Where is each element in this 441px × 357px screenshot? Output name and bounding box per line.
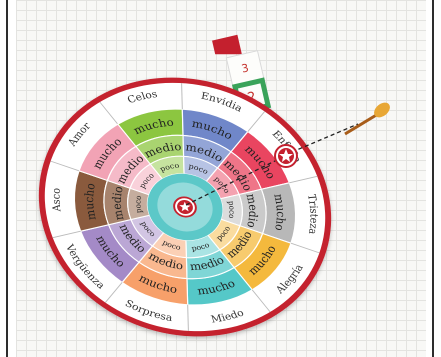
pointer-dashed-line-2 <box>291 123 359 153</box>
level-medio: medio <box>109 184 127 221</box>
emotion-label: Asco <box>49 187 64 213</box>
scale-level-3[interactable]: 3 <box>240 61 250 75</box>
band-separator <box>52 230 81 239</box>
band-separator <box>187 304 189 331</box>
level-medio: medio <box>242 193 260 230</box>
left-divider <box>6 0 8 357</box>
band-separator <box>181 83 183 110</box>
pointer-dashed-line <box>185 155 286 206</box>
pin-icon[interactable] <box>344 100 393 136</box>
pointer-star-marker[interactable] <box>274 144 298 168</box>
band-separator <box>99 101 119 125</box>
emotion-label: Tristeza <box>304 193 321 235</box>
emotion-wheel[interactable]: CelosmuchomediopocoEnvidiamuchomediopoco… <box>33 72 337 343</box>
band-separator <box>247 111 266 132</box>
center-star-icon[interactable] <box>173 196 197 218</box>
level-mucho: mucho <box>82 182 100 222</box>
level-mucho: mucho <box>270 193 288 233</box>
right-divider <box>432 0 434 357</box>
scale-flag <box>212 34 242 55</box>
band-separator <box>251 289 271 313</box>
band-separator <box>104 282 123 303</box>
band-separator <box>289 175 318 184</box>
band-separator <box>290 242 320 254</box>
band-separator <box>50 160 80 172</box>
